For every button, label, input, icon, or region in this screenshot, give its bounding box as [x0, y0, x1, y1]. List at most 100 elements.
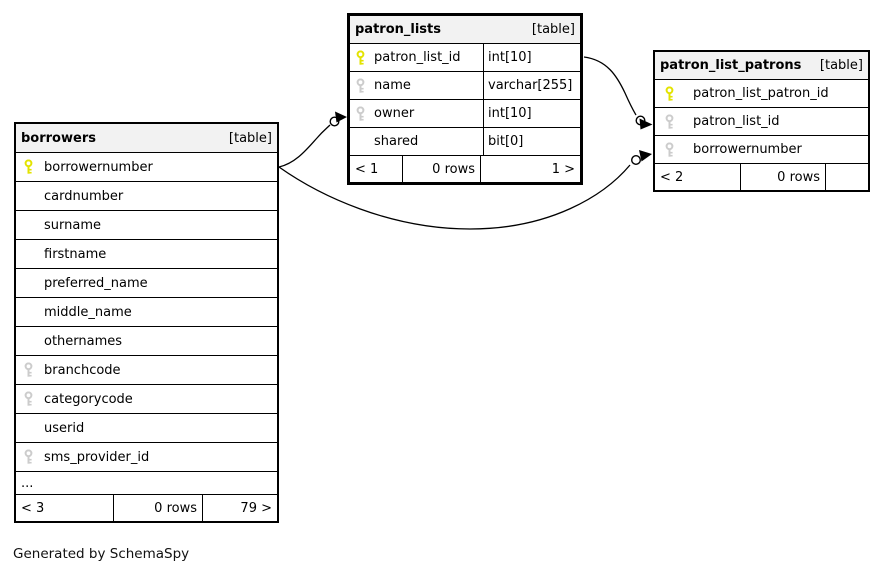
column-name-cell: firstname	[16, 240, 277, 268]
column-name-cell: categorycode	[16, 385, 277, 413]
column-name: surname	[44, 217, 101, 233]
column-name: sms_provider_id	[44, 449, 150, 465]
column-row-shared: shared bit[0]	[350, 128, 580, 156]
column-row-patron_list_id: patron_list_id int[10]	[350, 44, 580, 72]
table-name: patron_list_patrons	[660, 58, 802, 73]
column-name-cell: shared	[350, 128, 483, 155]
column-name-cell: surname	[16, 211, 277, 239]
column-type: int[10]	[488, 50, 532, 65]
table-patron_list_patrons[interactable]: patron_list_patrons[table]patron_list_pa…	[653, 50, 870, 192]
table-header[interactable]: borrowers [table]	[16, 124, 277, 153]
table-borrowers[interactable]: borrowers [table] borrowernumber cardnumber…	[14, 122, 279, 523]
column-name-cell: othernames	[16, 327, 277, 355]
column-name: middle_name	[44, 304, 132, 320]
column-name: patron_list_patron_id	[693, 86, 829, 101]
column-name-cell: patron_list_id	[350, 44, 483, 71]
foreign-key-icon	[24, 362, 33, 378]
footer-row-count: 0 rows	[740, 164, 825, 190]
arrowhead-icon	[639, 150, 652, 162]
column-name-cell: branchcode	[16, 356, 277, 384]
foreign-key-icon	[24, 449, 33, 465]
column-type-cell: varchar[255]	[483, 72, 580, 99]
table-type-tag: [table]	[819, 58, 863, 73]
table-patron_lists[interactable]: patron_lists [table] patron_list_id int[10]…	[347, 13, 583, 185]
column-name: userid	[44, 420, 85, 436]
column-type-cell: int[10]	[483, 44, 580, 71]
footer-row-count: 0 rows	[113, 495, 202, 521]
column-row-patron_list_patron_id: patron_list_patron_id	[655, 80, 868, 108]
column-name: borrowernumber	[44, 159, 153, 175]
column-type: bit[0]	[488, 134, 524, 149]
foreign-key-icon	[24, 391, 33, 407]
column-row-name: name varchar[255]	[350, 72, 580, 100]
column-name: name	[374, 78, 411, 93]
column-row-categorycode: categorycode	[16, 385, 277, 414]
cardinality-circle-icon	[635, 115, 646, 126]
column-name: ...	[21, 475, 34, 491]
column-row-borrowernumber: borrowernumber	[655, 136, 868, 164]
column-row-userid: userid	[16, 414, 277, 443]
footer-children: 79 >	[202, 495, 277, 521]
foreign-key-icon	[356, 77, 365, 93]
column-name: owner	[374, 106, 415, 121]
column-name-cell: sms_provider_id	[16, 443, 277, 471]
table-footer: < 2 0 rows	[655, 164, 868, 190]
table-name: borrowers	[21, 130, 96, 146]
cardinality-circle-icon	[631, 154, 642, 165]
column-type: int[10]	[488, 106, 532, 121]
footer-children	[825, 164, 868, 190]
primary-key-icon	[665, 85, 674, 101]
column-name-cell: borrowernumber	[655, 136, 868, 163]
arrowhead-icon	[335, 111, 347, 123]
relationship-curve	[278, 124, 331, 168]
column-name-cell: patron_list_patron_id	[655, 80, 868, 107]
column-row-owner: owner int[10]	[350, 100, 580, 128]
footer-parents: < 2	[660, 169, 684, 185]
foreign-key-icon	[665, 141, 674, 157]
column-name-cell: name	[350, 72, 483, 99]
cardinality-circle-icon	[329, 116, 340, 127]
column-name: categorycode	[44, 391, 133, 407]
primary-key-icon	[24, 159, 33, 175]
column-row-borrowernumber: borrowernumber	[16, 153, 277, 182]
relation-borrowers-to-patron-lists-owner	[278, 111, 347, 168]
column-name-cell: middle_name	[16, 298, 277, 326]
column-name: cardnumber	[44, 188, 124, 204]
column-name: othernames	[44, 333, 123, 349]
footer-parents: < 3	[21, 500, 45, 516]
footer-parents: < 1	[355, 161, 379, 177]
column-row-patron_list_id: patron_list_id	[655, 108, 868, 136]
column-row-othernames: othernames	[16, 327, 277, 356]
foreign-key-icon	[356, 105, 365, 121]
table-type-tag: [table]	[531, 22, 575, 37]
column-row-branchcode: branchcode	[16, 356, 277, 385]
footer-children: 1 >	[480, 156, 580, 182]
table-type-tag: [table]	[228, 130, 272, 146]
column-name-cell: borrowernumber	[16, 153, 277, 181]
table-header[interactable]: patron_list_patrons [table]	[655, 52, 868, 80]
column-name-cell: preferred_name	[16, 269, 277, 297]
column-row-preferred_name: preferred_name	[16, 269, 277, 298]
table-name: patron_lists	[355, 22, 441, 37]
column-row-sms_provider_id: sms_provider_id	[16, 443, 277, 472]
generator-note: Generated by SchemaSpy	[13, 546, 190, 562]
table-header[interactable]: patron_lists [table]	[350, 16, 580, 44]
column-row-ellipsis: ...	[16, 472, 277, 495]
column-name-cell: cardnumber	[16, 182, 277, 210]
column-type: varchar[255]	[488, 78, 573, 93]
column-row-middle_name: middle_name	[16, 298, 277, 327]
column-name: firstname	[44, 246, 107, 262]
column-name: patron_list_id	[693, 114, 780, 129]
relationship-curve	[583, 56, 637, 116]
column-name-cell: userid	[16, 414, 277, 442]
foreign-key-icon	[665, 113, 674, 129]
column-name: branchcode	[44, 362, 121, 378]
arrowhead-icon	[639, 118, 653, 130]
column-type-cell: int[10]	[483, 100, 580, 127]
column-row-surname: surname	[16, 211, 277, 240]
column-name: shared	[374, 134, 419, 149]
column-row-cardnumber: cardnumber	[16, 182, 277, 211]
primary-key-icon	[356, 49, 365, 65]
